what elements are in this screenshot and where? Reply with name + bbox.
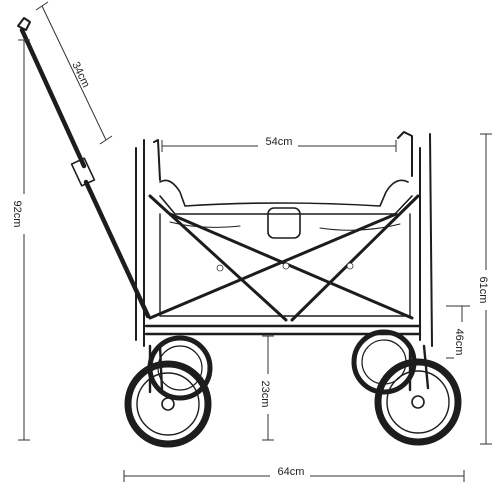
dimension-ground-clearance: 23cm	[258, 335, 274, 441]
front-right-wheel	[374, 344, 462, 446]
dim-label-total-height: 92cm	[11, 201, 23, 228]
dim-label-bed-width: 54cm	[266, 136, 293, 148]
wheel-fork	[148, 344, 164, 394]
handle	[17, 17, 151, 319]
dimension-total-length: 64cm	[123, 464, 465, 482]
dimension-handle-length: 34cm	[35, 1, 113, 145]
dim-label-body-height: 61cm	[477, 277, 489, 304]
dimension-body-height: 61cm	[477, 133, 494, 445]
wagon-frame	[135, 131, 433, 347]
front-left-wheel	[124, 344, 212, 448]
handle-grip	[17, 17, 31, 31]
dim-label-total-length: 64cm	[278, 466, 305, 478]
dimension-wheel-height: 46cm	[446, 305, 470, 362]
dimension-bed-width: 54cm	[161, 134, 397, 152]
dim-label-handle: 34cm	[69, 60, 92, 89]
wheel-fork	[408, 344, 430, 392]
dimension-total-height: 92cm	[11, 39, 32, 441]
dim-label-ground-clearance: 23cm	[259, 381, 271, 408]
dim-label-wheel-height: 46cm	[453, 329, 465, 356]
center-handle	[267, 207, 301, 239]
